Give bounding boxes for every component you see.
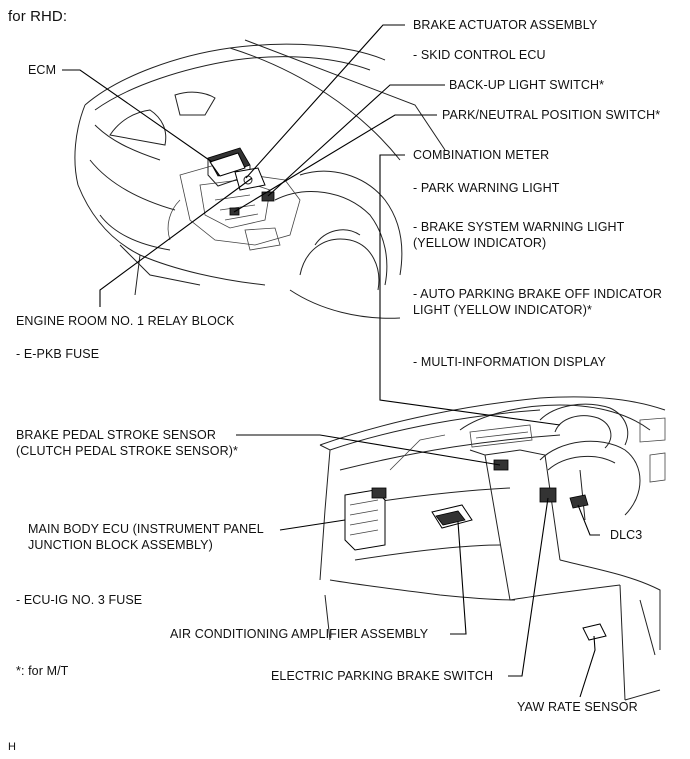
label-multi-info-display: - MULTI-INFORMATION DISPLAY [413, 355, 606, 369]
label-main-body-ecu-2: JUNCTION BLOCK ASSEMBLY) [28, 538, 213, 552]
label-brake-actuator: BRAKE ACTUATOR ASSEMBLY [413, 18, 598, 32]
label-yaw-rate-sensor: YAW RATE SENSOR [517, 700, 638, 714]
label-dlc3: DLC3 [610, 528, 643, 542]
label-brake-warning-1: - BRAKE SYSTEM WARNING LIGHT [413, 220, 625, 234]
label-park-neutral-switch: PARK/NEUTRAL POSITION SWITCH* [442, 108, 661, 122]
label-epb-switch: ELECTRIC PARKING BRAKE SWITCH [271, 669, 494, 683]
label-pedal-sensor-1: BRAKE PEDAL STROKE SENSOR [16, 428, 217, 442]
dlc3-component [569, 494, 589, 509]
page-heading: for RHD: [8, 8, 68, 25]
label-skid-control-ecu: - SKID CONTROL ECU [413, 48, 546, 62]
pedal-sensor-component [493, 459, 509, 471]
vehicle-front-illustration [74, 39, 446, 319]
label-mt-note: *: for M/T [16, 664, 69, 678]
label-backup-light-switch: BACK-UP LIGHT SWITCH* [449, 78, 605, 92]
label-main-body-ecu-1: MAIN BODY ECU (INSTRUMENT PANEL [28, 522, 264, 536]
epb-switch-component [539, 487, 557, 503]
label-park-warning-light: - PARK WARNING LIGHT [413, 181, 560, 195]
label-combination-meter: COMBINATION METER [413, 148, 550, 162]
label-pedal-sensor-2: (CLUTCH PEDAL STROKE SENSOR)* [16, 444, 238, 458]
footer-code: H [8, 741, 17, 753]
label-ac-amplifier: AIR CONDITIONING AMPLIFIER ASSEMBLY [170, 627, 429, 641]
ac-amplifier-component [431, 504, 473, 529]
label-ecu-ig-fuse: - ECU-IG NO. 3 FUSE [16, 593, 143, 607]
main-body-ecu-component [344, 487, 387, 551]
leader-lines [62, 24, 600, 698]
instrument-panel-illustration [319, 396, 666, 701]
label-auto-parking-1: - AUTO PARKING BRAKE OFF INDICATOR [413, 287, 663, 301]
label-ecm: ECM [28, 63, 57, 77]
yaw-sensor-component [582, 623, 607, 641]
label-auto-parking-2: LIGHT (YELLOW INDICATOR)* [413, 303, 592, 317]
label-brake-warning-2: (YELLOW INDICATOR) [413, 236, 547, 250]
label-epkb-fuse: - E-PKB FUSE [16, 347, 100, 361]
label-relay-block: ENGINE ROOM NO. 1 RELAY BLOCK [16, 314, 235, 328]
